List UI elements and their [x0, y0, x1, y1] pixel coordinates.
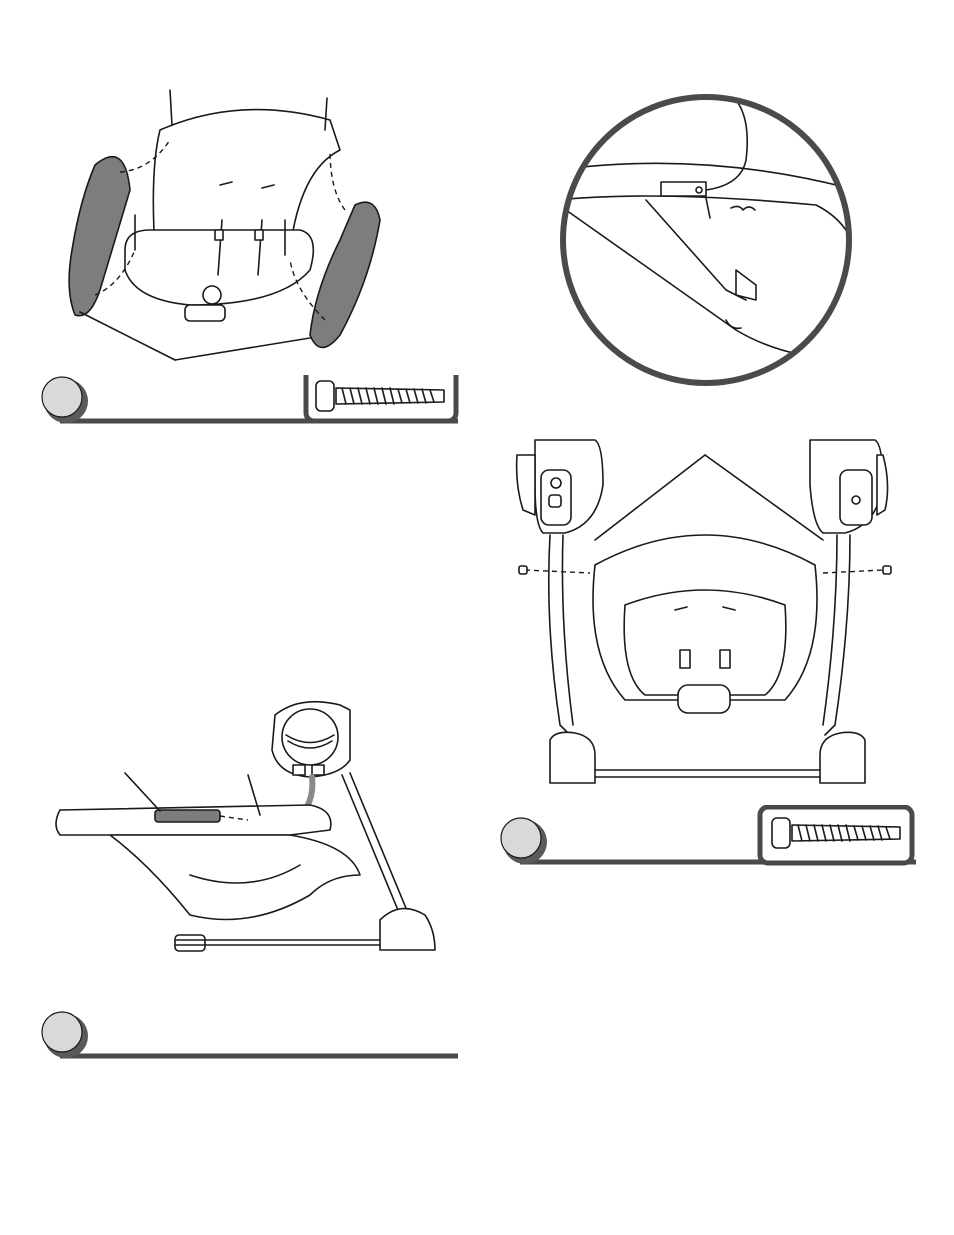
screw-icon [770, 815, 905, 851]
figure-seat-armrest-assembly [40, 80, 460, 380]
screw-icon [314, 378, 449, 414]
figure-swing-frame-front [505, 425, 905, 795]
step-badge-3 [40, 1010, 460, 1062]
figure-swing-side-view [50, 695, 450, 965]
detail-callout-circle [556, 90, 856, 390]
